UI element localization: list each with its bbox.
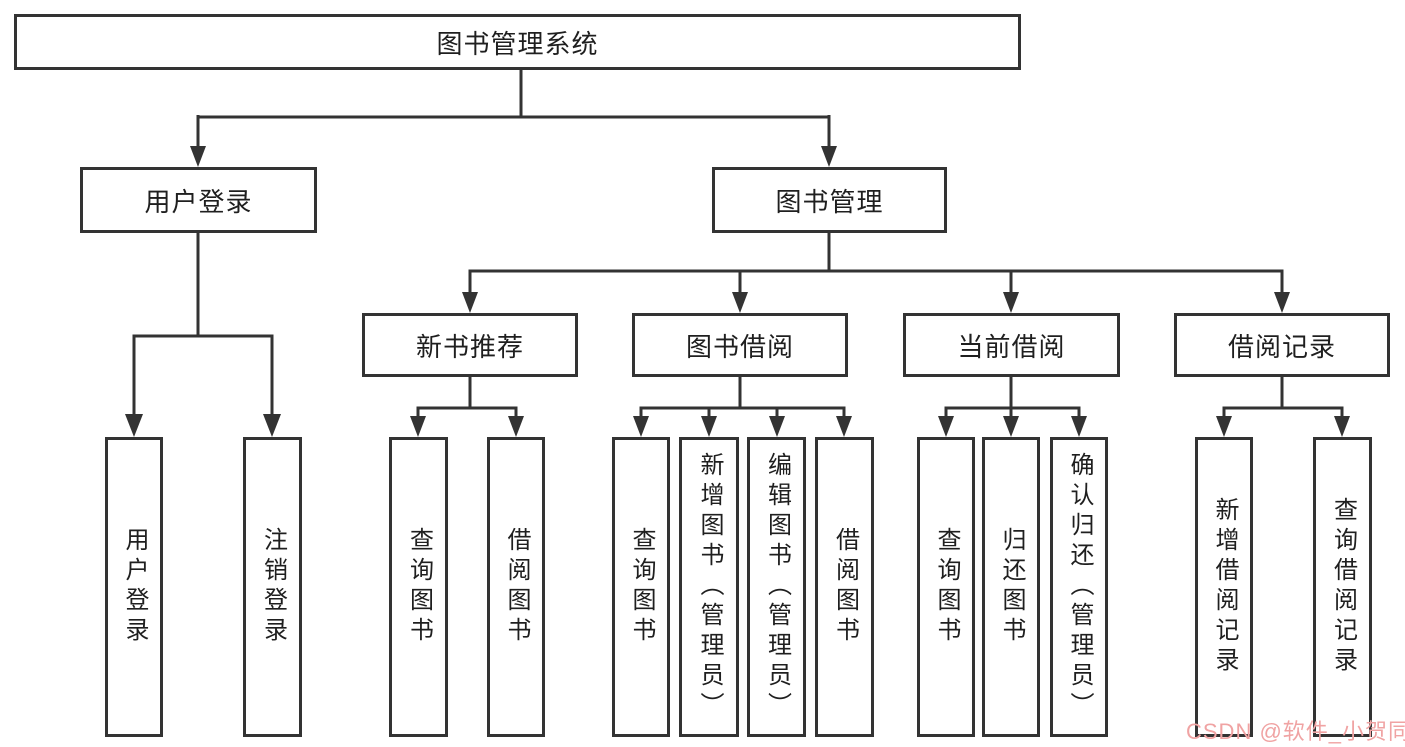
- node-leaf-confirm-return-admin-label: 确认归还（管理员）: [1066, 452, 1093, 722]
- edge-userlogin-to-leaves: [132, 233, 274, 419]
- node-leaf-return-books: 归还图书: [982, 437, 1040, 737]
- arrowheads-borrowrecords-leaves: [1216, 416, 1350, 437]
- node-leaf-query-books-3-label: 查询图书: [933, 527, 960, 647]
- node-new-book-recommend-label: 新书推荐: [415, 331, 524, 362]
- node-book-management-system: 图书管理系统: [14, 14, 1021, 70]
- node-current-borrow-label: 当前借阅: [957, 331, 1066, 362]
- node-book-borrow: 图书借阅: [632, 313, 848, 377]
- node-leaf-borrow-books-1-label: 借阅图书: [503, 527, 530, 647]
- node-leaf-query-borrow-record-label: 查询借阅记录: [1329, 497, 1357, 677]
- edge-bookmgmt-to-level3: [468, 233, 1284, 295]
- edge-currentborrow-to-leaves: [944, 377, 1081, 421]
- node-leaf-add-book-admin: 新增图书（管理员）: [679, 437, 739, 737]
- node-current-borrow: 当前借阅: [903, 313, 1120, 377]
- edge-newbook-to-leaves: [416, 377, 518, 421]
- node-leaf-logout: 注销登录: [243, 437, 302, 737]
- node-leaf-return-books-label: 归还图书: [998, 527, 1025, 647]
- node-leaf-add-borrow-record: 新增借阅记录: [1195, 437, 1253, 737]
- node-new-book-recommend: 新书推荐: [362, 313, 578, 377]
- node-leaf-query-books-3: 查询图书: [917, 437, 975, 737]
- node-leaf-borrow-books-1: 借阅图书: [487, 437, 545, 737]
- node-leaf-edit-book-admin: 编辑图书（管理员）: [747, 437, 806, 737]
- node-borrow-records: 借阅记录: [1174, 313, 1390, 377]
- arrowheads-bookborrow-leaves: [633, 416, 852, 437]
- edge-bookborrow-to-leaves: [639, 377, 846, 421]
- node-leaf-confirm-return-admin: 确认归还（管理员）: [1050, 437, 1108, 737]
- node-user-login-label: 用户登录: [144, 186, 253, 217]
- node-leaf-query-borrow-record: 查询借阅记录: [1313, 437, 1372, 737]
- arrowheads-userlogin-leaves: [125, 414, 281, 437]
- node-leaf-query-books-1-label: 查询图书: [405, 527, 433, 647]
- node-leaf-user-login-label: 用户登录: [121, 527, 148, 647]
- node-leaf-query-books-1: 查询图书: [389, 437, 448, 737]
- arrowheads-level2: [190, 146, 837, 167]
- node-leaf-user-login: 用户登录: [105, 437, 163, 737]
- node-book-management: 图书管理: [712, 167, 947, 233]
- node-book-management-system-label: 图书管理系统: [436, 28, 599, 59]
- node-book-borrow-label: 图书借阅: [685, 331, 794, 362]
- node-leaf-add-borrow-record-label: 新增借阅记录: [1211, 497, 1238, 677]
- node-user-login: 用户登录: [80, 167, 317, 233]
- node-leaf-query-books-2: 查询图书: [612, 437, 670, 737]
- arrowheads-currentborrow-leaves: [938, 416, 1087, 437]
- edge-borrowrecords-to-leaves: [1222, 377, 1344, 421]
- node-leaf-add-book-admin-label: 新增图书（管理员）: [696, 452, 723, 722]
- node-leaf-query-books-2-label: 查询图书: [628, 527, 655, 647]
- node-leaf-edit-book-admin-label: 编辑图书（管理员）: [763, 452, 791, 722]
- node-borrow-records-label: 借阅记录: [1227, 331, 1336, 362]
- arrowheads-level3: [462, 292, 1290, 313]
- edge-root-to-level2: [196, 70, 831, 150]
- arrowheads-newbook-leaves: [410, 416, 524, 437]
- node-leaf-borrow-books-2-label: 借阅图书: [831, 527, 859, 647]
- node-book-management-label: 图书管理: [775, 186, 884, 217]
- node-leaf-borrow-books-2: 借阅图书: [815, 437, 874, 737]
- node-leaf-logout-label: 注销登录: [259, 527, 287, 647]
